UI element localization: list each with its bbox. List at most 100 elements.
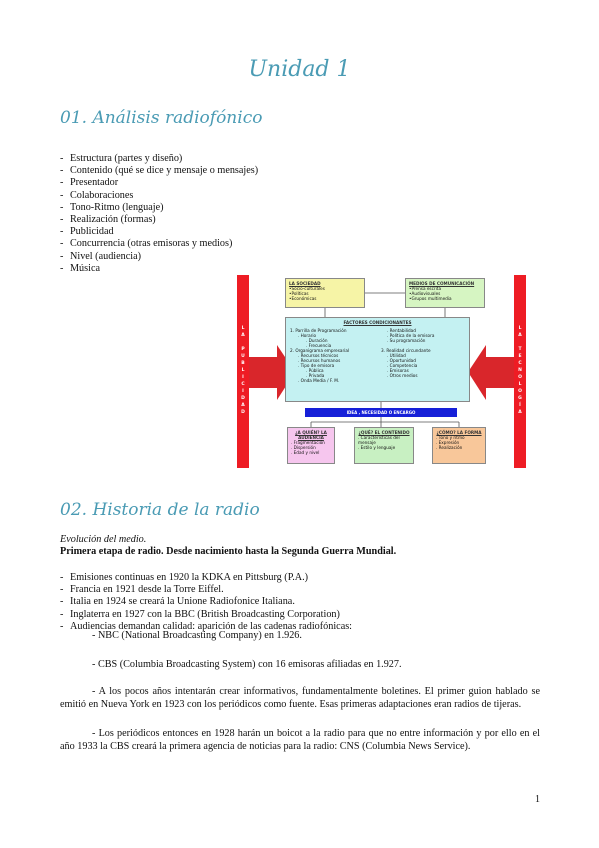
left-bar-publicidad (237, 275, 249, 468)
box-item: 2. Organigrama empresarial (290, 348, 350, 353)
box-item: •Económicas (289, 296, 317, 301)
list-item: Publicidad (60, 226, 258, 238)
bar-letter: I (242, 375, 244, 380)
box-item: . Onda Media / F. M. (298, 378, 340, 383)
box-item: . Expresión (436, 440, 460, 445)
box-item: . Estilo y lenguaje (358, 445, 396, 450)
box-item: •Políticas (289, 291, 309, 296)
bar-letter: D (241, 396, 245, 401)
history-list: Emisiones continuas en 1920 la KDKA en P… (60, 572, 352, 633)
box-sociedad-title: LA SOCIEDAD (289, 281, 321, 286)
nbc-item: - NBC (National Broadcasting Company) en… (92, 630, 302, 641)
bar-letter: A (241, 333, 245, 338)
list-item: Nivel (audiencia) (60, 251, 258, 263)
box-item: . Horario (298, 333, 317, 338)
box-item: . Pública (306, 368, 324, 373)
box-medios: MEDIOS DE COMUNICACIÓN •Prensa escrita •… (405, 278, 485, 308)
bar-letter: A (241, 403, 245, 408)
box-forma: ¿CÓMO? LA FORMA . Tono y ritmo . Expresi… (432, 427, 486, 464)
analysis-list: Estructura (partes y diseño) Contenido (… (60, 153, 258, 275)
bar-letter: L (518, 382, 522, 387)
list-item: Contenido (qué se dice y mensaje o mensa… (60, 165, 258, 177)
left-arrow-icon (249, 345, 295, 400)
box-item: . Oportunidad (387, 358, 416, 363)
box-item: •Grupos multimedia (409, 296, 452, 301)
box-item: . Tono y ritmo (436, 435, 465, 440)
box-item: . Duración (306, 338, 328, 343)
list-item: Inglaterra en 1927 con la BBC (British B… (60, 609, 352, 621)
bar-letter: L (241, 326, 245, 331)
bar-letter: T (518, 347, 522, 352)
section-title-historia: 02. Historia de la radio (60, 500, 260, 520)
list-item: Concurrencia (otras emisoras y medios) (60, 238, 258, 250)
box-item: . Recursos técnicos (298, 353, 339, 358)
box-item: •Socio-culturales (289, 286, 325, 291)
box-medios-title: MEDIOS DE COMUNICACIÓN (409, 281, 475, 286)
evolution-subtitle: Evolución del medio. (60, 534, 147, 545)
bar-letter: D (241, 410, 245, 415)
box-item: . Recursos humanos (298, 358, 341, 363)
connector-lines (310, 292, 460, 427)
list-item: Estructura (partes y diseño) (60, 153, 258, 165)
bar-letter: A (518, 410, 522, 415)
bar-letter: P (241, 347, 245, 352)
box-item: 3. Realidad circundante (381, 348, 431, 353)
list-item: Música (60, 263, 258, 275)
list-item: Francia en 1921 desde la Torre Eiffel. (60, 584, 352, 596)
box-forma-title: ¿CÓMO? LA FORMA (436, 430, 482, 435)
box-item: . Características del mensaje (358, 435, 400, 445)
box-item: •Prensa escrita (409, 286, 442, 291)
box-factores-title: FACTORES CONDICIONANTES (343, 320, 412, 325)
cbs-item: - CBS (Columbia Broadcasting System) con… (92, 659, 402, 670)
bar-letter: Í (519, 403, 521, 408)
box-item: . Tipo de emisora (298, 363, 335, 368)
box-item: •Audiovisuales (409, 291, 441, 296)
bar-letter: O (518, 375, 522, 380)
list-item: Presentador (60, 177, 258, 189)
list-item: Colaboraciones (60, 190, 258, 202)
box-contenido: ¿QUÉ? EL CONTENIDO . Características del… (354, 427, 414, 464)
box-item: . Rentabilidad (387, 328, 416, 333)
paragraph: - Los periódicos entonces en 1928 harán … (60, 728, 540, 752)
stage-heading: Primera etapa de radio. Desde nacimiento… (60, 546, 397, 557)
bar-letter: C (518, 361, 522, 366)
box-item: . Otros medios (387, 373, 418, 378)
bar-letter: B (241, 361, 245, 366)
box-audiencia: ¿A QUIÉN? LA AUDIENCIA . Fragmentación .… (287, 427, 335, 464)
box-item: . Competencia (387, 363, 418, 368)
bar-letter: C (241, 382, 245, 387)
box-item: . Frecuencia (306, 343, 332, 348)
box-sociedad: LA SOCIEDAD •Socio-culturales •Políticas… (285, 278, 365, 308)
right-arrow-icon (468, 345, 514, 400)
bar-letter: L (241, 368, 245, 373)
box-factores: FACTORES CONDICIONANTES 1. Parrilla de P… (285, 317, 470, 402)
bar-letter: L (518, 326, 522, 331)
box-item: . Utilidad (387, 353, 406, 358)
list-item: Realización (formas) (60, 214, 258, 226)
section-title-analisis: 01. Análisis radiofónico (60, 108, 263, 128)
idea-bar: IDEA , NECESIDAD O ENCARGO (305, 408, 457, 417)
factores-right-column: . Rentabilidad . Política de la emisora … (381, 328, 466, 378)
list-item: Italia en 1924 se creará la Unione Radio… (60, 596, 352, 608)
bar-letter: I (242, 389, 244, 394)
box-item: 1. Parrilla de Programación (290, 328, 347, 333)
bar-letter: G (518, 396, 522, 401)
paragraph: - A los pocos años intentarán crear info… (60, 686, 540, 710)
box-item: . Política de la emisora (387, 333, 435, 338)
page-number: 1 (535, 794, 540, 805)
right-bar-tecnologia (514, 275, 526, 468)
list-item: Audiencias demandan calidad: aparición d… (60, 621, 352, 633)
box-item: . Su programación (387, 338, 426, 343)
bar-letter: E (518, 354, 522, 359)
factores-left-column: 1. Parrilla de Programación . Horario . … (290, 328, 370, 383)
list-item: Emisiones continuas en 1920 la KDKA en P… (60, 572, 352, 584)
box-audiencia-title: ¿A QUIÉN? LA AUDIENCIA (295, 430, 327, 440)
box-contenido-title: ¿QUÉ? EL CONTENIDO (358, 430, 410, 435)
list-item: Tono-Ritmo (lenguaje) (60, 202, 258, 214)
box-item: . Edad y nivel (291, 450, 320, 455)
box-item: . Fragmentación (291, 440, 325, 445)
bar-letter: N (518, 368, 522, 373)
box-item: . Dispersión (291, 445, 316, 450)
